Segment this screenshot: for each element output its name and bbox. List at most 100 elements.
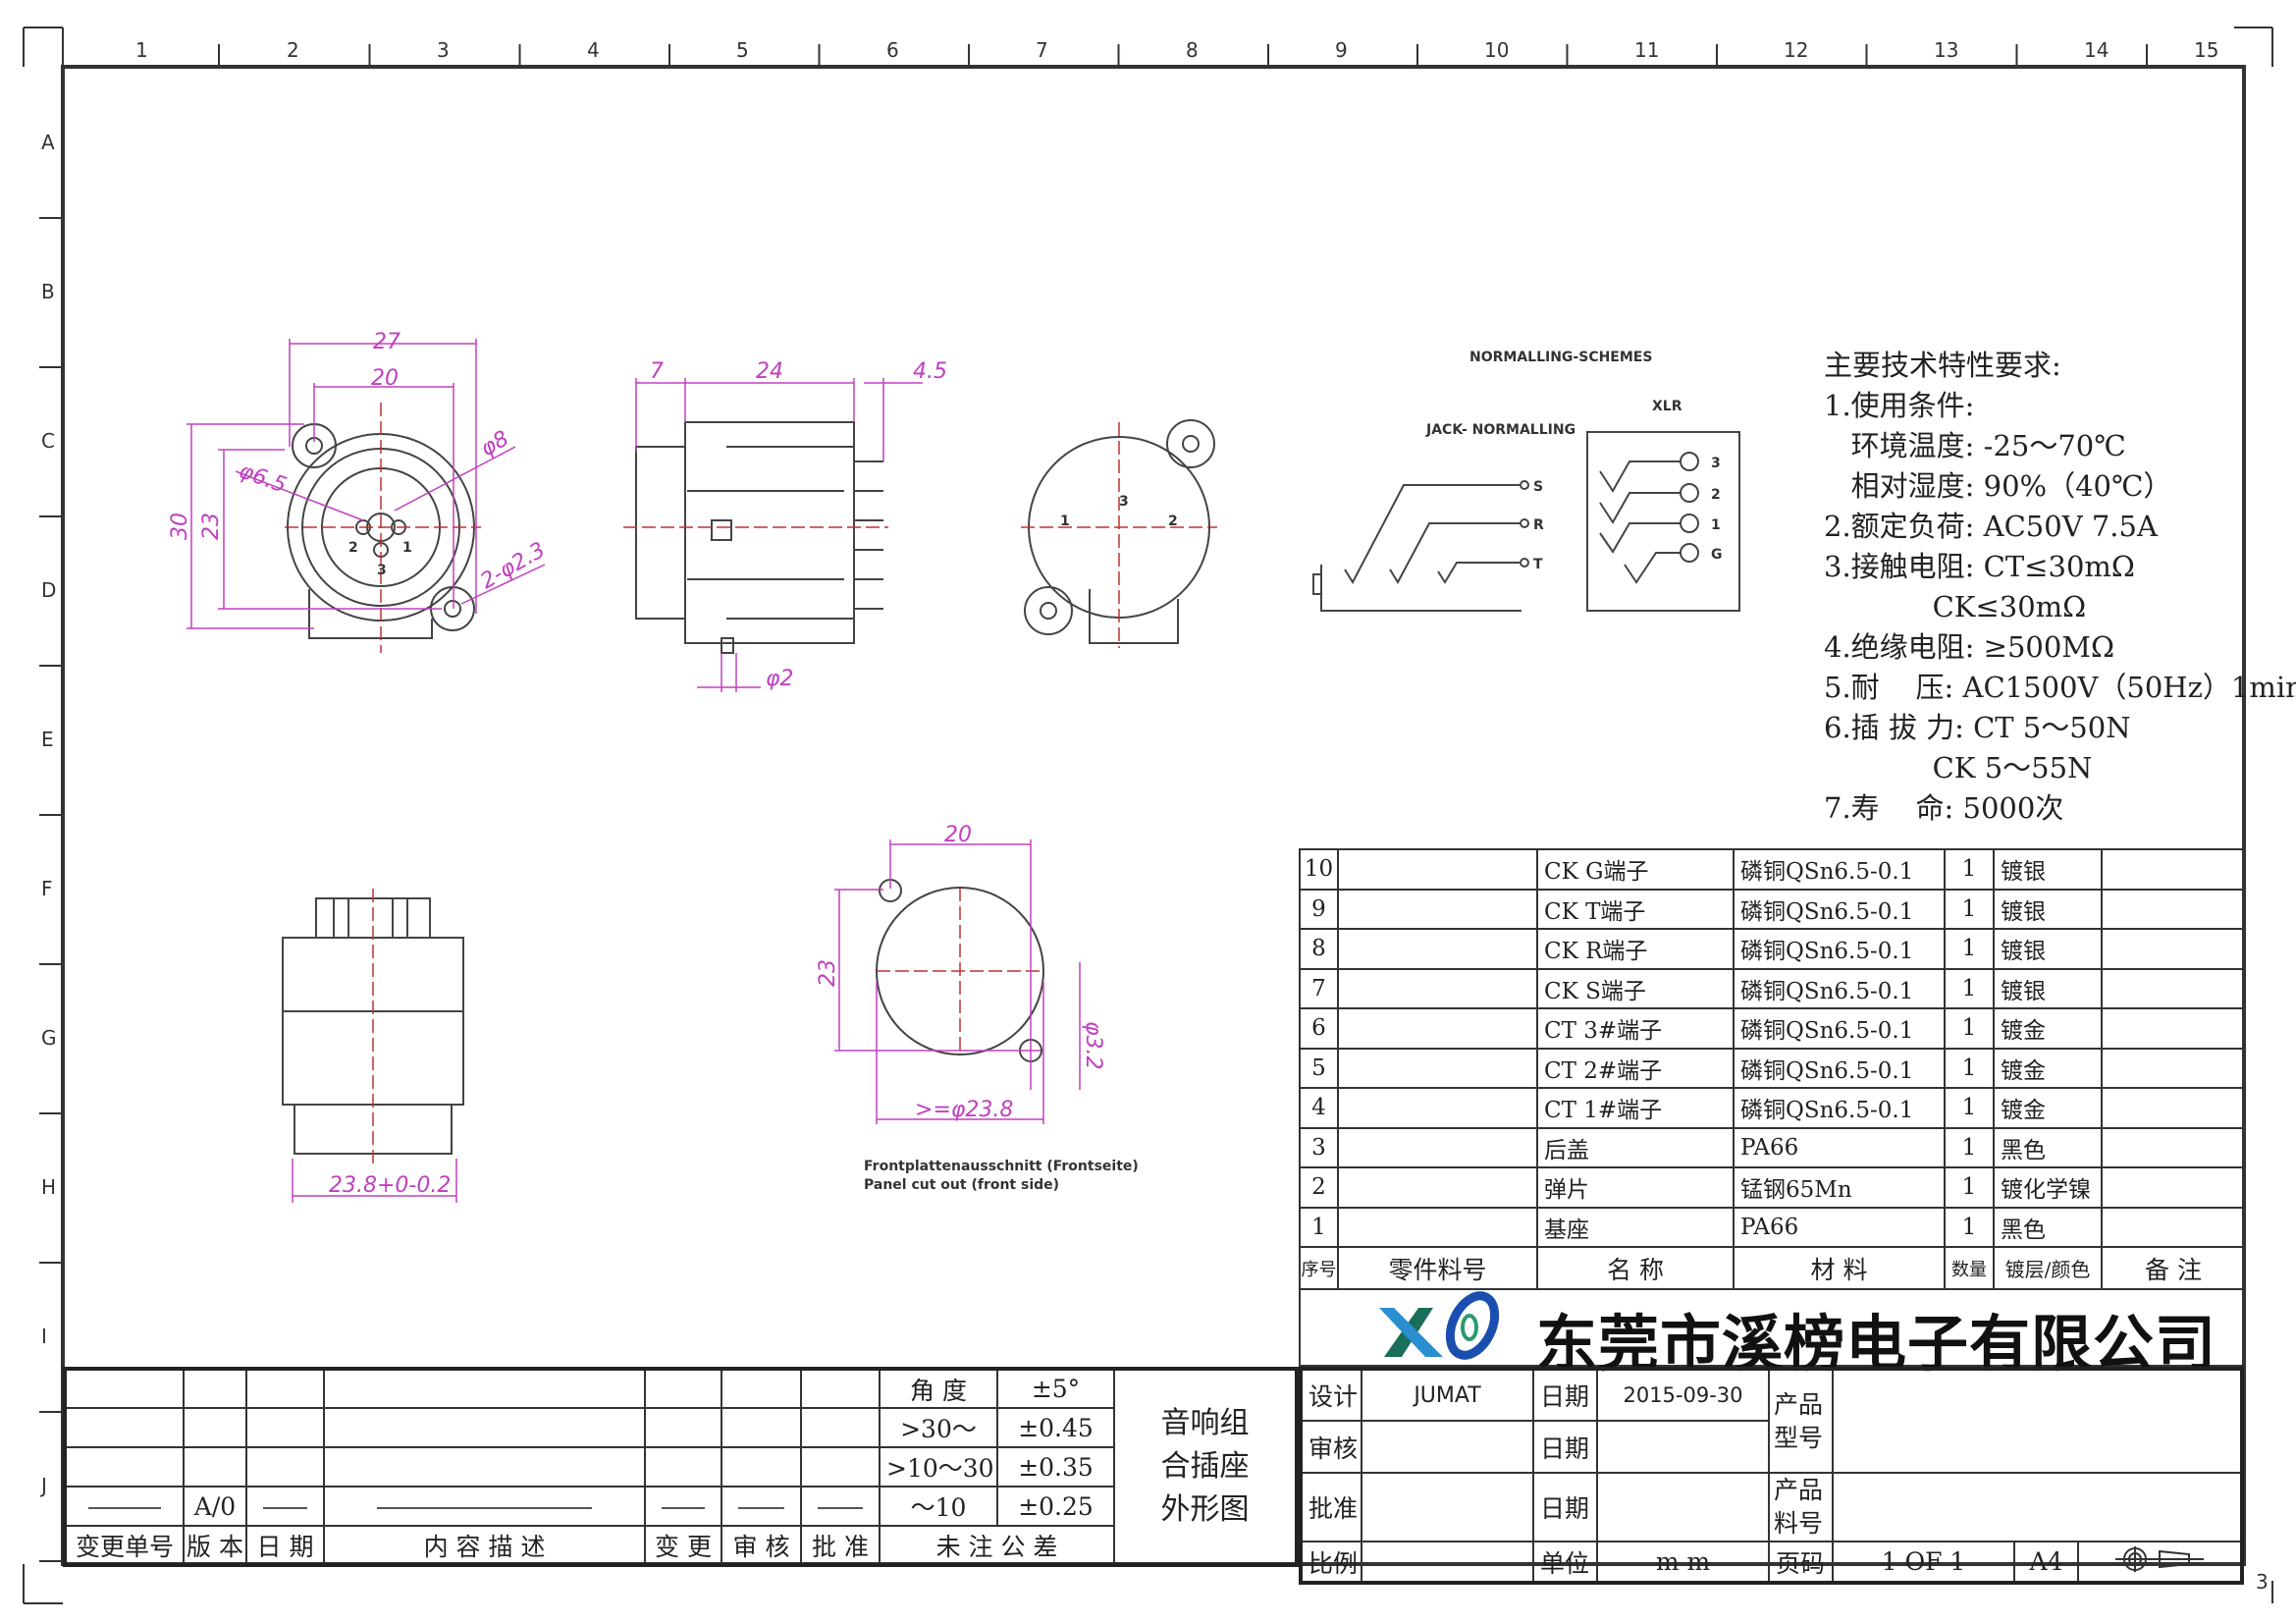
tolerance-value: ±0.35 (996, 1446, 1115, 1488)
cell-material: 磷铜QSn6.5-0.1 (1733, 1007, 1946, 1050)
ruler-column-label: 3 (437, 38, 450, 62)
ruler-column-label: 14 (2084, 38, 2109, 62)
ruler-column-label: 9 (1335, 38, 1348, 62)
dim-4-5: 4.5 (913, 359, 947, 384)
ruler-row-label: F (41, 877, 53, 900)
technical-specs: 主要技术特性要求:1.使用条件: 环境温度: -25～70℃ 相对湿度: 90%… (1824, 346, 2296, 829)
revision-row: A/0～10±0.25 (64, 1486, 1297, 1527)
dim-cutout-23: 23 (816, 959, 840, 987)
cell-quantity: 1 (1944, 848, 1995, 891)
ruler-row-label: B (41, 280, 55, 303)
cell-part-number (1337, 1047, 1538, 1089)
revision-cell (800, 1486, 881, 1527)
tolerance-range: ～10 (879, 1486, 998, 1527)
spec-line: CK 5～55N (1824, 751, 2093, 784)
revision-header: 审 核 (721, 1525, 802, 1566)
cutout-caption-en: Panel cut out (front side) (864, 1177, 1059, 1193)
revision-cell (183, 1407, 247, 1448)
cell-part-number (1337, 1206, 1538, 1248)
revision-cell (245, 1486, 325, 1527)
drawing-name-line: 外形图 (1160, 1492, 1250, 1527)
scale-label: 比例 (1300, 1541, 1362, 1584)
cell-material: 磷铜QSn6.5-0.1 (1733, 1087, 1946, 1129)
header-quantity: 数量 (1944, 1246, 1995, 1290)
ruler-column-label: 4 (587, 38, 600, 62)
ruler-row-label: G (41, 1026, 57, 1050)
ruler-row-label: H (41, 1175, 56, 1199)
pin-label: 2 (348, 540, 358, 556)
xlr-pin-1: 1 (1711, 517, 1721, 533)
cell-part-number (1337, 848, 1538, 891)
cell-material: PA66 (1733, 1206, 1946, 1248)
date-label: 日期 (1532, 1368, 1598, 1422)
sheet-number: 3 (2256, 1570, 2269, 1594)
cell-index: 10 (1299, 848, 1339, 891)
spec-line: 环境温度: -25～70℃ (1824, 429, 2126, 462)
dim-dia-6-5: φ6.5 (236, 459, 290, 498)
ruler-column-label: 13 (1934, 38, 1958, 62)
revision-header: 变 更 (644, 1525, 722, 1566)
cell-index: 3 (1299, 1126, 1339, 1168)
cell-remark (2101, 888, 2246, 930)
spec-line: 相对湿度: 90%（40℃） (1824, 469, 2172, 503)
revision-cell (245, 1368, 325, 1409)
cell-quantity: 1 (1944, 1007, 1995, 1050)
spec-line: 5.耐 压: AC1500V（50Hz）1min (1824, 671, 2296, 704)
revision-header: 变更单号 (64, 1525, 185, 1566)
ruler-column-label: 5 (736, 38, 749, 62)
revision-cell (800, 1446, 881, 1488)
cell-remark (2101, 1087, 2246, 1129)
cell-remark (2101, 848, 2246, 891)
cell-part-number (1337, 1007, 1538, 1050)
review-value (1361, 1420, 1534, 1474)
revision-cell (800, 1368, 881, 1409)
unit-label: 单位 (1532, 1541, 1598, 1584)
header-remark: 备 注 (2101, 1246, 2246, 1290)
spec-line: 2.额定负荷: AC50V 7.5A (1824, 510, 2158, 543)
product-part-label: 产品料号 (1768, 1472, 1834, 1542)
tolerance-range: 角 度 (879, 1368, 998, 1409)
date-label: 日期 (1532, 1420, 1598, 1474)
ruler-row-label: E (41, 728, 54, 751)
cell-index: 1 (1299, 1206, 1339, 1248)
cell-remark (2101, 1166, 2246, 1209)
dim-dia-8: φ8 (477, 426, 513, 461)
pin-label: 2 (1168, 514, 1178, 529)
cell-part-number (1337, 1166, 1538, 1209)
review-label: 审核 (1300, 1420, 1362, 1474)
dim-width-27: 27 (373, 330, 400, 354)
cell-name: CK S端子 (1536, 967, 1735, 1009)
xlr-pin-g: G (1711, 547, 1723, 563)
jack-title: JACK- NORMALLING (1425, 422, 1575, 438)
cell-plating: 黑色 (1993, 1206, 2103, 1248)
revision-cell (64, 1486, 185, 1527)
header-material: 材 料 (1733, 1246, 1946, 1290)
version-value: A/0 (183, 1486, 247, 1527)
dim-mount-holes: 2-φ2.3 (477, 538, 550, 594)
cell-remark (2101, 967, 2246, 1009)
cell-name: CT 2#端子 (1536, 1047, 1735, 1089)
product-model-value (1832, 1368, 2243, 1474)
side-view: 7 24 4.5 φ2 (623, 359, 947, 692)
dim-24: 24 (756, 359, 783, 384)
drawing-name: 音响组合插座外形图 (1113, 1368, 1298, 1566)
spec-line: CK≤30mΩ (1824, 590, 2087, 623)
revision-header: 未 注 公 差 (879, 1525, 1115, 1566)
ruler-column-label: 1 (135, 38, 148, 62)
cutout-caption-de: Frontplattenausschnitt (Frontseite) (864, 1159, 1139, 1174)
tolerance-range: >30～ (879, 1407, 998, 1448)
approve-value (1361, 1472, 1534, 1542)
ruler-column-label: 15 (2194, 38, 2218, 62)
pin-label: 3 (1119, 494, 1129, 510)
dim-23-8-tol: 23.8+0-0.2 (329, 1173, 451, 1198)
revision-row: >30～±0.45 (64, 1407, 1297, 1448)
cell-index: 2 (1299, 1166, 1339, 1209)
cell-name: CT 1#端子 (1536, 1087, 1735, 1129)
cell-plating: 镀金 (1993, 1007, 2103, 1050)
